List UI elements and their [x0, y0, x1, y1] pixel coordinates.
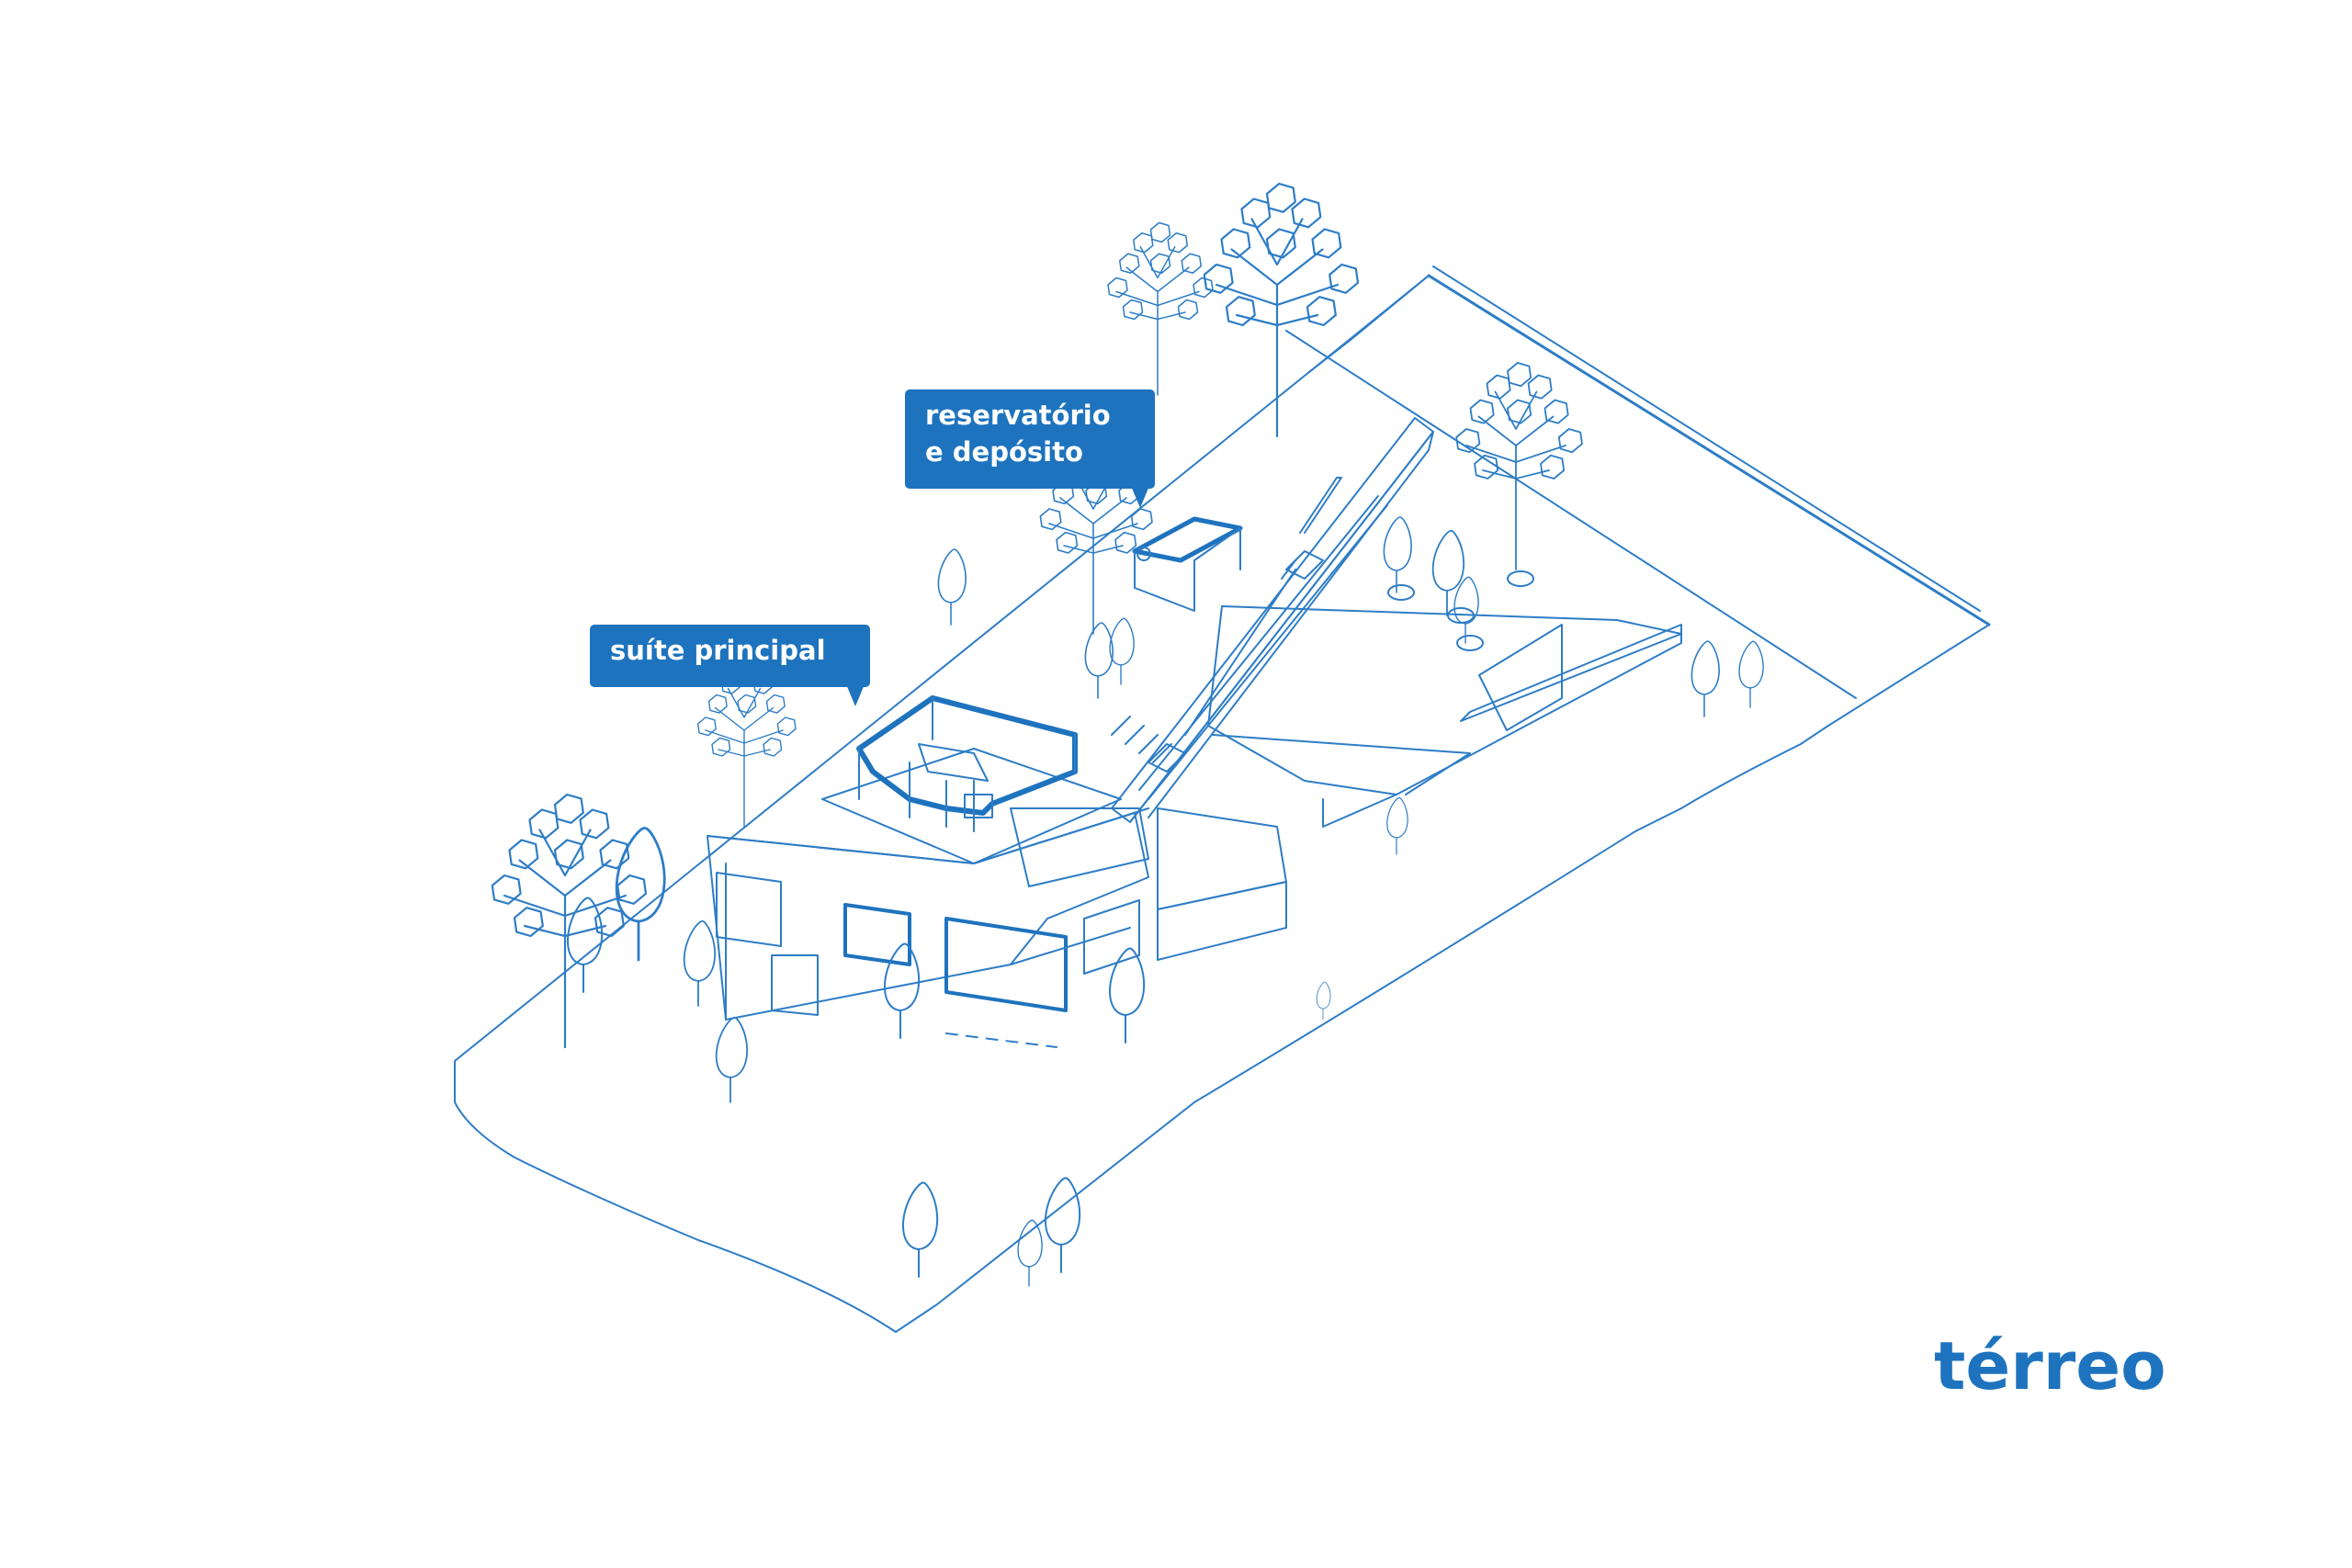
callout-reservatorio: reservatório e depósito	[905, 389, 1155, 508]
callout-suite-line1: suíte principal	[610, 635, 826, 666]
callout-reservatorio-line2: e depósito	[925, 436, 1083, 468]
callout-reservatorio-line1: reservatório	[925, 400, 1111, 431]
suite-walls	[856, 695, 1078, 816]
callout-tail	[846, 684, 865, 706]
callout-tail	[1131, 486, 1149, 508]
site-boundary	[454, 275, 1990, 1333]
level-title: térreo	[1934, 1327, 2166, 1404]
callout-suite-principal: suíte principal	[590, 625, 870, 706]
